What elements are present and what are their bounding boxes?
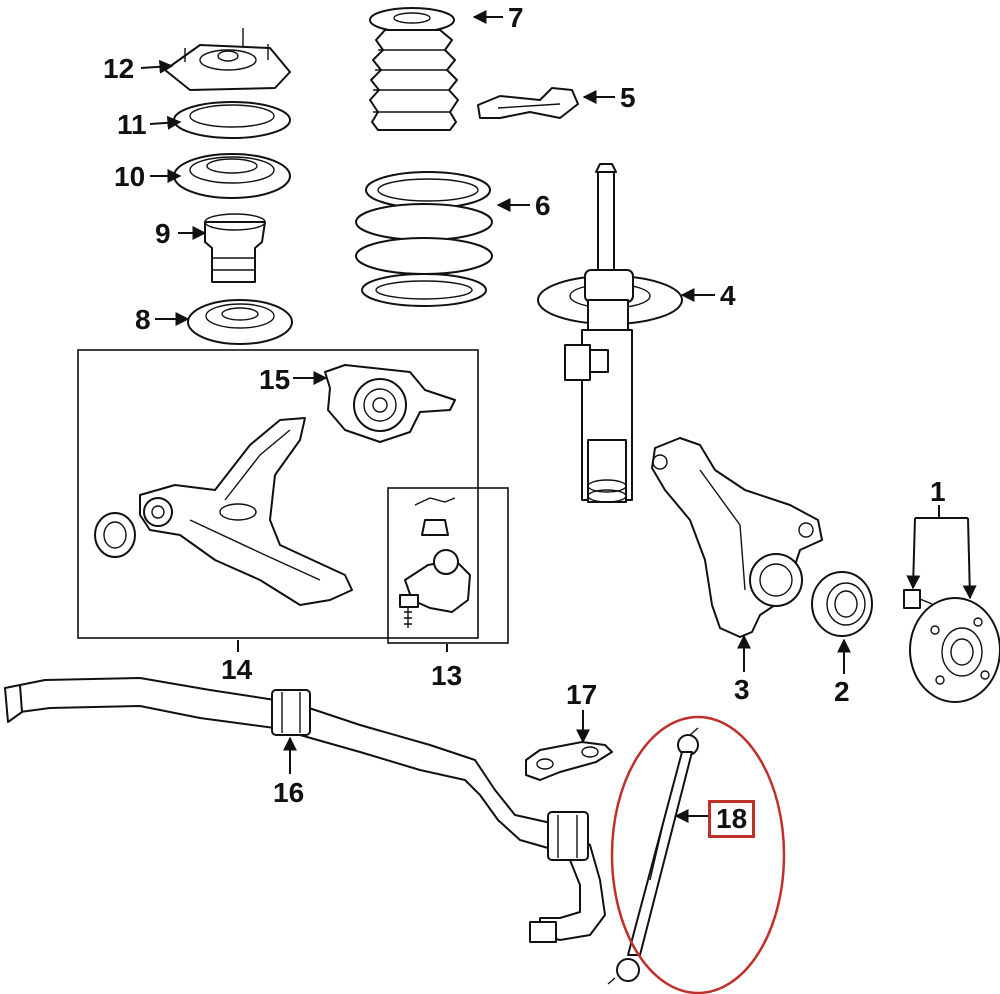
callout-3: 3 [734,674,750,705]
part-strut [537,163,683,503]
part-dust-boot [369,7,459,131]
callout-9: 9 [155,218,171,249]
callout-17: 17 [566,679,598,710]
part-steering-knuckle [651,437,823,638]
part-bushing [324,364,456,443]
ball-joint-frame [387,487,509,644]
callout-12: 12 [103,53,135,84]
leader-lines [140,10,977,823]
callout-4: 4 [720,280,736,311]
callout-1: 1 [930,476,946,507]
callout-7: 7 [508,2,524,33]
callout-2: 2 [834,676,850,707]
part-strut-mount [164,28,291,91]
part-ball-joint [399,497,471,628]
part-wheel-hub [903,589,1000,703]
part-bump-stop [204,213,266,283]
part-wheel-bearing [811,571,873,637]
callout-5: 5 [620,82,636,113]
callout-16: 16 [273,777,305,808]
callout-13: 13 [431,660,463,691]
callout-14: 14 [221,654,253,685]
part-arm-seal [94,512,136,558]
part-bushing-bracket [525,741,613,781]
highlight-ellipse [610,715,786,994]
part-stabilizer-link [607,727,699,985]
part-upper-spring-seat [173,153,291,199]
part-lower-spring-seat [187,299,293,345]
callout-6: 6 [535,190,551,221]
part-coil-spring [355,171,493,307]
part-lower-control-arm [139,417,353,606]
control-arm-frame [77,349,479,639]
callout-11: 11 [117,109,147,140]
part-bearing-ring [173,101,291,139]
part-stabilizer-bar [4,677,606,943]
callout-10: 10 [114,161,146,192]
callout-18: 18 [708,800,756,838]
part-bracket [477,87,579,119]
callout-15: 15 [259,364,291,395]
callout-8: 8 [135,304,151,335]
